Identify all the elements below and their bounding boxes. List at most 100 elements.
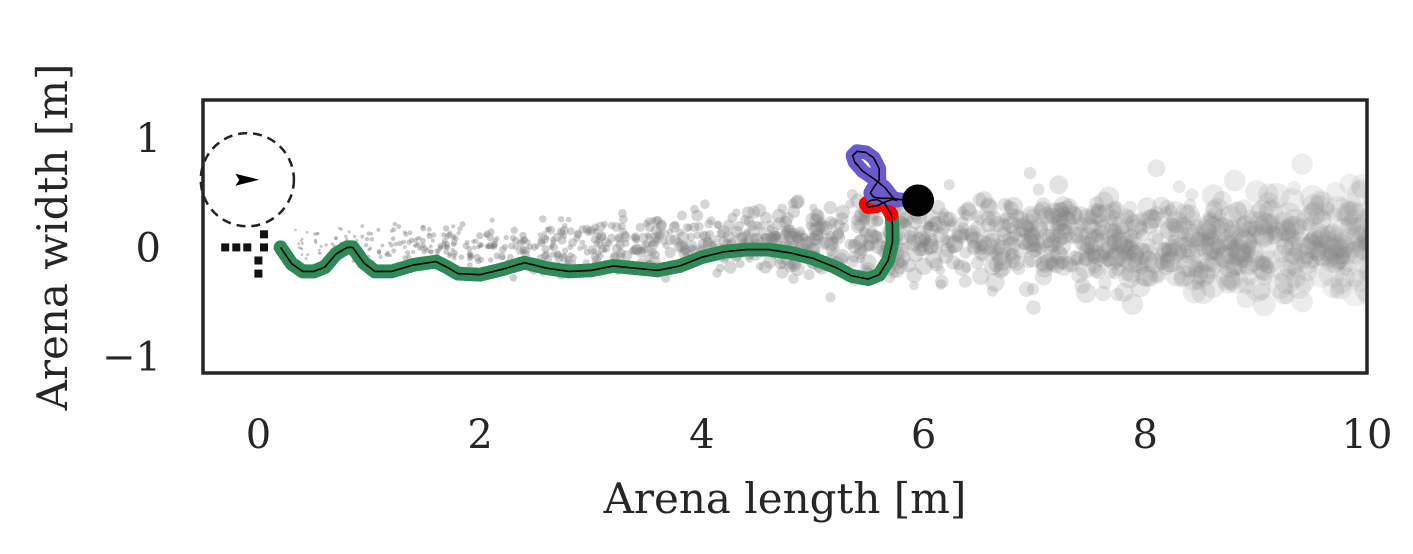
- cloud-point: [1371, 276, 1385, 290]
- cloud-point: [1107, 248, 1126, 267]
- cloud-point: [960, 209, 972, 220]
- cloud-point: [758, 227, 772, 241]
- cloud-point: [1378, 208, 1399, 229]
- cloud-point: [1230, 236, 1244, 251]
- cloud-point: [483, 230, 491, 238]
- cloud-point: [1059, 206, 1071, 219]
- cloud-point: [1188, 218, 1204, 234]
- cloud-point: [1243, 211, 1269, 237]
- cloud-point: [1124, 214, 1142, 231]
- cloud-point: [992, 262, 1009, 279]
- cloud-point: [1159, 199, 1175, 216]
- cloud-point: [824, 236, 839, 252]
- cloud-point: [818, 221, 834, 236]
- cloud-point: [961, 262, 972, 273]
- cloud-point: [1044, 207, 1061, 225]
- cloud-point: [621, 250, 633, 261]
- cloud-point: [924, 233, 939, 247]
- cloud-point: [1206, 240, 1225, 260]
- cloud-point: [550, 251, 557, 258]
- cloud-point: [467, 255, 473, 262]
- cloud-point: [951, 229, 964, 242]
- cloud-point: [631, 243, 643, 255]
- cloud-point: [1318, 225, 1346, 253]
- cloud-point: [976, 240, 988, 252]
- cloud-point: [958, 203, 978, 222]
- cloud-point: [401, 239, 406, 245]
- cloud-point: [792, 233, 803, 244]
- cloud-point: [1028, 242, 1043, 257]
- cloud-point: [635, 222, 645, 232]
- cloud-point: [1268, 225, 1290, 248]
- cloud-point: [973, 238, 990, 255]
- cloud-point: [376, 249, 382, 254]
- cloud-point: [923, 238, 939, 255]
- cloud-point: [806, 232, 821, 246]
- cloud-point: [1287, 261, 1304, 278]
- cloud-point: [581, 244, 588, 250]
- cloud-point: [659, 229, 669, 239]
- cloud-point: [347, 230, 351, 234]
- cloud-point: [564, 255, 572, 263]
- cloud-point: [512, 236, 520, 245]
- cloud-point: [494, 236, 500, 241]
- cloud-point: [1316, 236, 1341, 262]
- cloud-point: [1014, 217, 1034, 237]
- cloud-point: [923, 245, 934, 256]
- cloud-point: [1139, 243, 1158, 262]
- cloud-point: [1219, 205, 1242, 228]
- cloud-point: [1278, 215, 1306, 243]
- cloud-point: [1121, 293, 1144, 315]
- cloud-point: [444, 233, 451, 240]
- cloud-point: [549, 242, 555, 249]
- cloud-point: [1070, 206, 1090, 226]
- cloud-point: [1256, 212, 1278, 234]
- cloud-point: [1076, 283, 1097, 303]
- cloud-point: [1228, 239, 1251, 262]
- cloud-point: [1238, 277, 1256, 295]
- cloud-point: [1203, 210, 1216, 223]
- cloud-point: [950, 225, 969, 244]
- cloud-point: [334, 236, 338, 240]
- cloud-point: [810, 208, 824, 222]
- cloud-point: [419, 245, 426, 251]
- cloud-point: [1074, 277, 1091, 294]
- cloud-point: [1236, 215, 1253, 232]
- cloud-point: [1147, 210, 1166, 229]
- cloud-point: [910, 232, 928, 249]
- cloud-point: [420, 225, 427, 232]
- cloud-point: [438, 244, 443, 250]
- cloud-point: [1052, 218, 1073, 240]
- cloud-point: [601, 237, 611, 247]
- cloud-point: [1313, 233, 1332, 253]
- cloud-point: [1144, 252, 1166, 274]
- cloud-point: [586, 227, 593, 234]
- cloud-point: [918, 233, 931, 246]
- cloud-point: [784, 230, 799, 246]
- cloud-point: [1165, 264, 1187, 287]
- cloud-point: [1056, 257, 1069, 270]
- cloud-point: [752, 203, 767, 217]
- cloud-point: [851, 218, 866, 234]
- cloud-point: [871, 215, 884, 228]
- cloud-point: [642, 219, 651, 228]
- cloud-point: [930, 200, 946, 215]
- cloud-point: [1137, 197, 1157, 218]
- cloud-point: [1049, 202, 1069, 222]
- cloud-point: [1078, 250, 1095, 267]
- cloud-point: [1204, 200, 1224, 219]
- cloud-point: [986, 285, 998, 297]
- cloud-point: [1105, 245, 1128, 269]
- cloud-point: [414, 242, 420, 249]
- cloud-point: [970, 221, 986, 237]
- cloud-point: [938, 248, 954, 264]
- cloud-point: [1218, 253, 1244, 279]
- cloud-point: [475, 258, 482, 265]
- cloud-point: [635, 246, 643, 254]
- cloud-point: [306, 253, 310, 257]
- cloud-point: [499, 246, 507, 254]
- cloud-point: [1224, 240, 1241, 257]
- cloud-point: [424, 247, 430, 253]
- cloud-point: [861, 239, 874, 252]
